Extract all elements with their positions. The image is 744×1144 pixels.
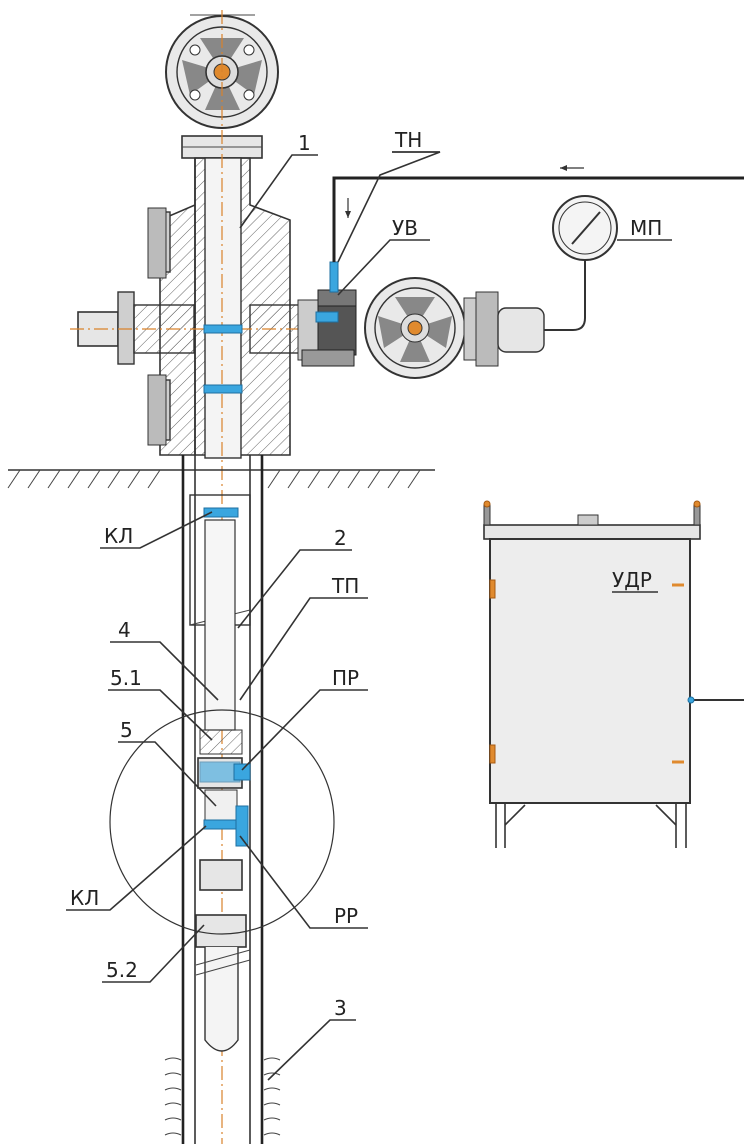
label-item-2: 2 bbox=[334, 526, 347, 550]
label-item-4: 4 bbox=[118, 618, 131, 642]
label-mp: МП bbox=[630, 216, 662, 240]
well-casing bbox=[181, 455, 264, 1144]
label-pr: ПР bbox=[332, 666, 359, 690]
label-kl-top: КЛ bbox=[104, 524, 133, 548]
label-tp: ТП bbox=[331, 574, 359, 598]
leader-lines bbox=[66, 151, 672, 1081]
ground-line bbox=[7, 469, 435, 489]
labels: 1 ТН УВ МП КЛ 2 ТП 4 5.1 ПР 5 КЛ РР 5.2 … bbox=[70, 128, 662, 1020]
label-udr: УДР bbox=[612, 568, 652, 592]
control-cabinet bbox=[483, 500, 744, 848]
label-item-51: 5.1 bbox=[110, 666, 142, 690]
label-item-52: 5.2 bbox=[106, 958, 138, 982]
wellhead-spool bbox=[70, 10, 320, 1144]
label-item-3: 3 bbox=[334, 996, 347, 1020]
pipe-tn bbox=[332, 165, 744, 262]
label-tn: ТН bbox=[394, 128, 422, 152]
label-item-1: 1 bbox=[298, 131, 311, 155]
side-valve bbox=[297, 261, 545, 379]
label-rr: РР bbox=[334, 904, 358, 928]
label-uv: УВ bbox=[392, 216, 418, 240]
label-kl-bottom: КЛ bbox=[70, 886, 99, 910]
pressure-gauge bbox=[544, 195, 618, 331]
heater-coils bbox=[164, 1057, 281, 1136]
detail-circle bbox=[109, 709, 335, 935]
label-item-5: 5 bbox=[120, 718, 133, 742]
